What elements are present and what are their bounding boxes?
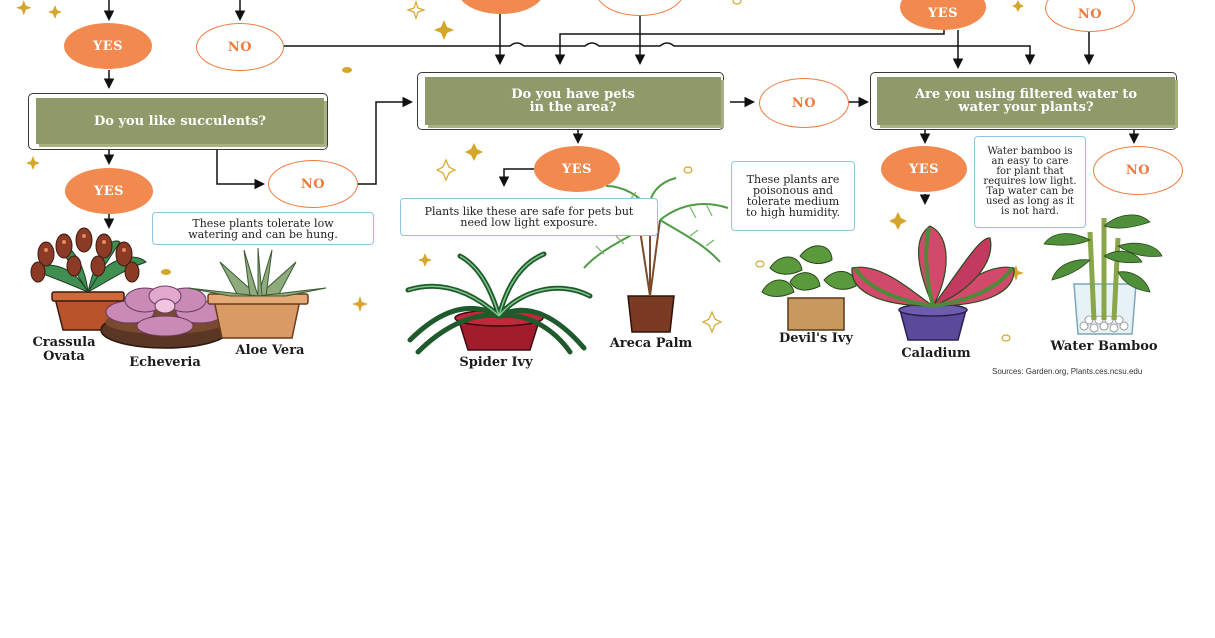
water-bamboo-illustration <box>1043 214 1163 335</box>
answer-yes-succulents: YES <box>65 168 153 214</box>
answer-no-top-left: NO <box>196 23 284 71</box>
note-poisonous: These plants are poisonous and tolerate … <box>731 161 855 231</box>
sources-credit: Sources: Garden.org, Plants.ces.ncsu.edu <box>992 367 1143 376</box>
plant-name-areca-palm: Areca Palm <box>609 336 693 351</box>
plant-name-water-bamboo: Water Bamboo <box>1050 339 1158 354</box>
answer-yes-top-left: YES <box>64 23 152 69</box>
answer-no-pets: NO <box>759 78 849 128</box>
aloe-vera-illustration <box>187 247 327 339</box>
question-filtered-water: Are you using filtered water to water yo… <box>877 77 1175 125</box>
plant-name-spider-ivy: Spider Ivy <box>459 355 533 370</box>
plant-name-echeveria: Echeveria <box>129 355 201 370</box>
question-succulents: Do you like succulents? <box>36 98 324 144</box>
sparkle-decorations <box>16 0 1024 342</box>
plant-name-caladium: Caladium <box>901 346 971 361</box>
note-water-bamboo: Water bamboo is an easy to care for plan… <box>974 136 1086 228</box>
answer-no-succulents: NO <box>268 160 358 208</box>
answer-yes-top-center <box>458 0 544 14</box>
answer-yes-filtered-water: YES <box>881 146 967 192</box>
spider-ivy-illustration <box>405 251 593 355</box>
note-pets-safe: Plants like these are safe for pets but … <box>400 198 658 236</box>
echeveria-illustration <box>100 285 230 349</box>
note-hanging-plants: These plants tolerate low watering and c… <box>152 212 374 245</box>
connector-lines <box>103 0 1140 229</box>
answer-yes-pets: YES <box>534 146 620 192</box>
plant-name-devils-ivy: Devil's Ivy <box>779 331 853 346</box>
crassula-ovata-illustration <box>30 227 147 331</box>
plant-name-aloe-vera: Aloe Vera <box>235 343 305 358</box>
devils-ivy-illustration <box>761 245 857 331</box>
answer-no-filtered-water: NO <box>1093 146 1183 195</box>
question-pets: Do you have pets in the area? <box>425 77 721 125</box>
caladium-illustration <box>851 225 1015 341</box>
plant-name-crassula-ovata: Crassula Ovata <box>32 335 96 364</box>
